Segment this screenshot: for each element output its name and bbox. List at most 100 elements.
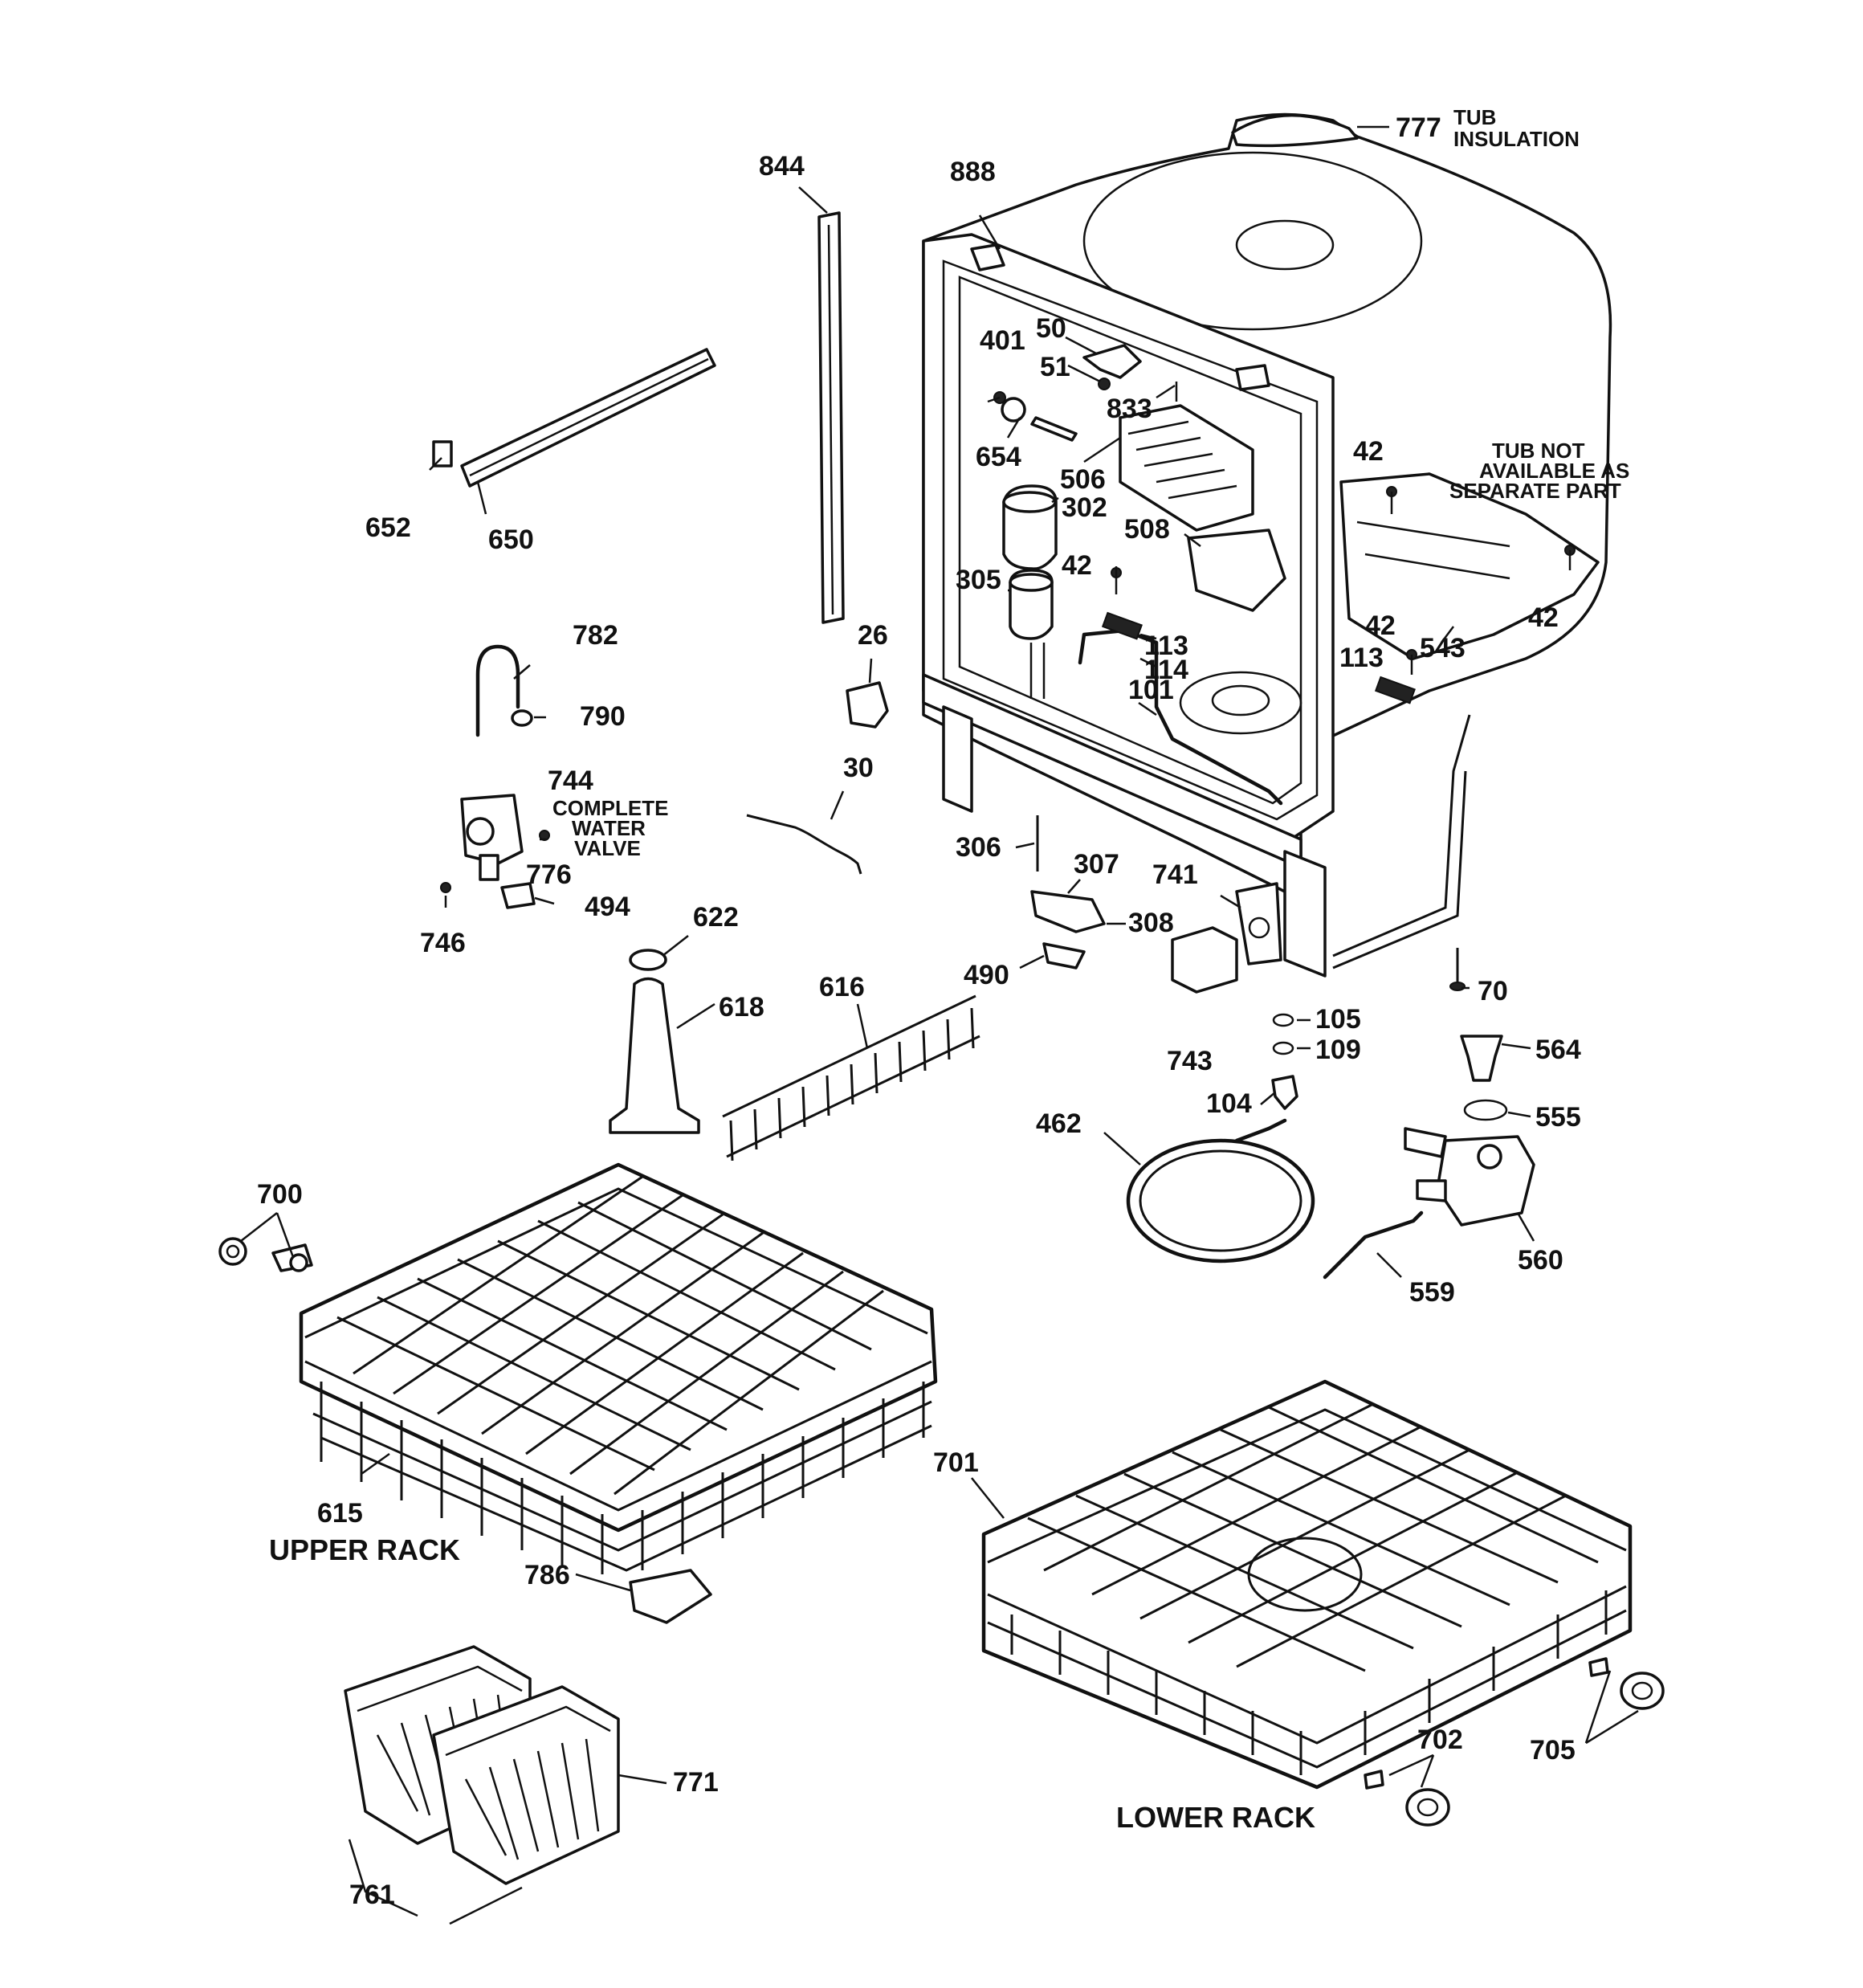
label-42d: 42 — [1528, 602, 1559, 633]
label-51: 51 — [1040, 352, 1070, 382]
label-560: 560 — [1518, 1245, 1563, 1276]
plug-790 — [511, 709, 533, 727]
label-508: 508 — [1124, 514, 1170, 545]
label-744: 744 — [548, 765, 593, 796]
part-786 — [629, 1569, 712, 1624]
label-776: 776 — [526, 859, 572, 890]
rollers-700 — [218, 1237, 313, 1272]
baskets-761 — [344, 1645, 620, 1885]
label-401: 401 — [980, 325, 1025, 356]
hose-462 — [1126, 1118, 1315, 1263]
label-307: 307 — [1074, 849, 1119, 880]
label-305: 305 — [956, 565, 1001, 595]
leader-lines — [240, 125, 1639, 1925]
bracket-307 — [1030, 890, 1106, 933]
label-702: 702 — [1417, 1725, 1463, 1755]
caption-lower-rack: LOWER RACK — [1116, 1801, 1315, 1834]
label-543: 543 — [1420, 633, 1466, 663]
label-746: 746 — [420, 928, 466, 958]
part-labels: 777 844 888 401 50 51 833 654 506 42 302… — [257, 112, 1581, 1910]
note-tub-insulation-2: INSULATION — [1453, 127, 1580, 151]
label-559: 559 — [1409, 1277, 1455, 1308]
tub-assembly — [922, 112, 1612, 978]
leg-70 — [1449, 948, 1466, 991]
capacitor-743 — [1171, 926, 1238, 994]
fitting-104 — [1271, 1075, 1298, 1110]
label-42c: 42 — [1365, 610, 1396, 641]
washer-109 — [1272, 1041, 1294, 1055]
gasket-844 — [817, 211, 845, 624]
label-705: 705 — [1530, 1735, 1576, 1766]
label-652: 652 — [365, 512, 411, 543]
screw-42-b — [1386, 486, 1397, 514]
label-844: 844 — [759, 151, 805, 182]
pump-560 — [1404, 1127, 1535, 1227]
label-790: 790 — [580, 701, 626, 732]
label-302: 302 — [1062, 492, 1107, 523]
label-654: 654 — [976, 442, 1021, 472]
label-42b: 42 — [1062, 550, 1092, 581]
label-888: 888 — [950, 157, 996, 187]
upper-rack-615 — [299, 1162, 938, 1574]
note-valve-1: COMPLETE — [552, 796, 668, 820]
gasket-555 — [1463, 1099, 1508, 1121]
label-113b: 113 — [1339, 643, 1384, 673]
label-777: 777 — [1396, 112, 1441, 143]
wheel-702 — [1364, 1770, 1450, 1827]
label-105: 105 — [1315, 1004, 1361, 1035]
lower-rack-701 — [981, 1379, 1633, 1790]
hose-782 — [475, 644, 520, 737]
label-70: 70 — [1478, 976, 1508, 1006]
label-786: 786 — [524, 1560, 570, 1590]
cone-618 — [609, 977, 700, 1134]
label-743: 743 — [1167, 1046, 1213, 1076]
label-462: 462 — [1036, 1108, 1082, 1139]
label-50: 50 — [1036, 313, 1066, 344]
label-104: 104 — [1206, 1088, 1252, 1119]
label-701: 701 — [933, 1447, 979, 1478]
label-761: 761 — [349, 1880, 395, 1910]
label-650: 650 — [488, 525, 534, 555]
label-564: 564 — [1535, 1035, 1581, 1065]
label-833: 833 — [1107, 394, 1152, 424]
label-771: 771 — [673, 1767, 719, 1798]
label-615: 615 — [317, 1498, 363, 1529]
label-101: 101 — [1128, 675, 1174, 705]
note-tub-insulation-1: TUB — [1453, 105, 1496, 129]
comb-616 — [722, 994, 980, 1161]
clip-652 — [432, 440, 453, 467]
caption-upper-rack: UPPER RACK — [269, 1533, 460, 1566]
clip-26 — [846, 681, 889, 729]
cap-622 — [629, 949, 667, 971]
washer-105 — [1272, 1013, 1294, 1027]
label-555: 555 — [1535, 1102, 1581, 1133]
rail-650 — [460, 348, 716, 488]
label-618: 618 — [719, 992, 764, 1023]
water-valve-744 — [440, 794, 550, 909]
bracket-741 — [1235, 882, 1282, 965]
label-782: 782 — [573, 620, 618, 651]
screw-42-d — [1406, 649, 1417, 675]
spring-30 — [746, 814, 862, 875]
label-506: 506 — [1060, 464, 1106, 495]
label-741: 741 — [1152, 859, 1198, 890]
label-490: 490 — [964, 960, 1009, 990]
part-564 — [1460, 1035, 1503, 1082]
label-616: 616 — [819, 972, 865, 1002]
wheel-705 — [1588, 1657, 1665, 1710]
label-109: 109 — [1315, 1035, 1361, 1065]
label-30: 30 — [843, 753, 874, 783]
note-valve-2: WATER — [572, 816, 646, 840]
label-306: 306 — [956, 832, 1001, 863]
notes: TUB INSULATION TUB NOT AVAILABLE AS SEPA… — [552, 105, 1629, 860]
label-114: 114 — [1144, 655, 1188, 685]
label-308: 308 — [1128, 908, 1174, 938]
label-42a: 42 — [1353, 436, 1384, 467]
note-tub-not-1: TUB NOT — [1492, 439, 1585, 463]
note-tub-not-3: SEPARATE PART — [1449, 479, 1621, 503]
screw-42-c — [1564, 545, 1576, 570]
hose-559 — [1323, 1210, 1424, 1280]
label-622: 622 — [693, 902, 739, 933]
label-494: 494 — [585, 892, 630, 922]
